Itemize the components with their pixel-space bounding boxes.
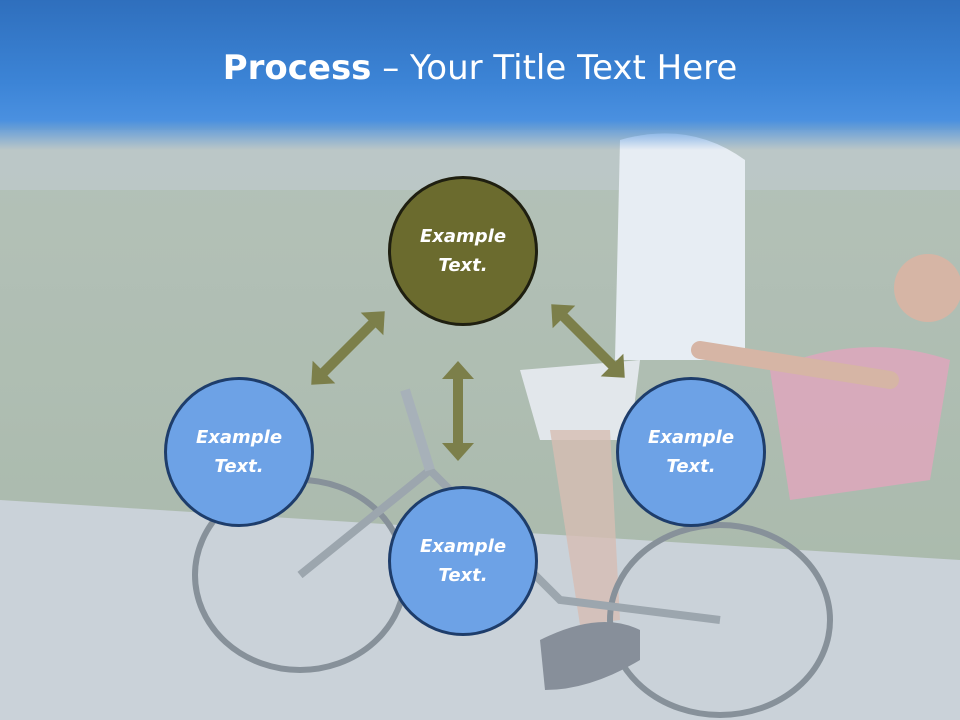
title-rest-part: – Your Title Text Here (371, 48, 738, 88)
node-right: Example Text. (616, 377, 766, 527)
node-top: Example Text. (388, 176, 538, 326)
node-top-label: Example Text. (419, 226, 507, 276)
arrow-vertical (442, 361, 474, 461)
title-bold-part: Process (222, 48, 372, 88)
arrow-top-right (551, 304, 625, 378)
slide-title: Process – Your Title Text Here (0, 48, 960, 88)
node-right-label: Example Text. (647, 427, 735, 477)
node-left-label: Example Text. (195, 427, 283, 477)
node-left: Example Text. (164, 377, 314, 527)
title-band (0, 0, 960, 150)
node-bottom-label: Example Text. (419, 536, 507, 586)
node-bottom: Example Text. (388, 486, 538, 636)
arrow-top-left (311, 311, 385, 385)
